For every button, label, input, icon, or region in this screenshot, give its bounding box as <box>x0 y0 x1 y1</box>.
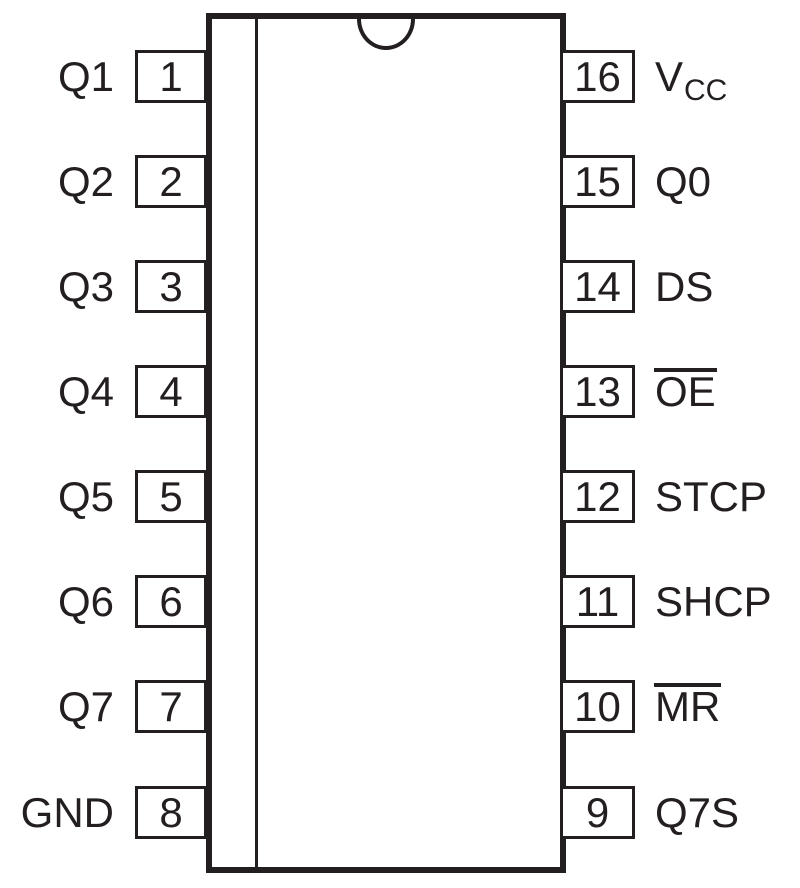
pin-number: 14 <box>574 263 621 310</box>
pin-row: Q4 4 13 OE <box>0 365 800 418</box>
pin-label-right: DS <box>655 260 800 313</box>
pin-row: Q6 6 11 SHCP <box>0 575 800 628</box>
pin-label-right: SHCP <box>655 575 800 628</box>
pin-number: 3 <box>159 263 183 310</box>
pin-label-left: Q5 <box>57 473 114 520</box>
pin-number: 12 <box>574 473 621 520</box>
pin-label-text: SHCP <box>655 578 772 625</box>
pin-number: 16 <box>574 53 621 100</box>
pin-label-left: Q1 <box>57 53 114 100</box>
pin-box-left: 1 <box>135 50 207 103</box>
pin-box-right: 10 <box>560 680 635 733</box>
pin-row: Q7 7 10 MR <box>0 680 800 733</box>
pin-row: GND 8 9 Q7S <box>0 786 800 839</box>
pin-number: 1 <box>159 53 183 100</box>
pin-label-left: Q3 <box>57 263 114 310</box>
pin-number: 6 <box>159 578 183 625</box>
pin-label-right: OE <box>654 365 800 418</box>
pin-box-right: 12 <box>560 470 635 523</box>
pin-label-right: MR <box>653 680 800 733</box>
pin-row: Q1 1 16 VCC <box>0 50 800 107</box>
pin-label-right: Q0 <box>655 155 800 208</box>
pin-number: 2 <box>159 158 183 205</box>
pin-box-left: 5 <box>135 470 207 523</box>
pin-box-right: 9 <box>560 786 635 839</box>
pin-box-left: 3 <box>135 260 207 313</box>
pin-number: 13 <box>574 368 621 415</box>
pin-label-text: Q7S <box>655 789 740 836</box>
pin-box-left: 6 <box>135 575 207 628</box>
pin-box-right: 16 <box>560 50 635 103</box>
pin-row: Q3 3 14 DS <box>0 260 800 313</box>
pin-box-left: 4 <box>135 365 207 418</box>
pin-label-left: GND <box>20 789 114 836</box>
ic-body <box>206 13 566 873</box>
pin-label-text: Q0 <box>655 158 712 205</box>
pin-box-left: 8 <box>135 786 207 839</box>
pin-label-left: Q4 <box>57 368 114 415</box>
pin-number: 8 <box>159 789 183 836</box>
pin-label-left: Q7 <box>57 683 114 730</box>
pin-box-left: 2 <box>135 155 207 208</box>
pin-box-left: 7 <box>135 680 207 733</box>
pin-label-subscript: CC <box>684 74 728 107</box>
pin-label-text: DS <box>655 263 714 310</box>
pin-label-text: V <box>655 53 684 100</box>
pin-label-right: Q7S <box>655 786 800 839</box>
pin-label-right: STCP <box>655 470 800 523</box>
pin-label-text: STCP <box>655 473 768 520</box>
pin-label-text: MR <box>653 680 722 733</box>
pin-box-right: 11 <box>560 575 635 628</box>
pin-box-right: 13 <box>560 365 635 418</box>
pin-number: 15 <box>574 158 621 205</box>
pin-number: 11 <box>575 578 620 625</box>
pin-number: 9 <box>585 789 610 836</box>
pin-number: 4 <box>159 368 183 415</box>
ic-inner-line <box>255 19 258 867</box>
pin-number: 5 <box>159 473 183 520</box>
pin-label-left: Q2 <box>57 158 114 205</box>
pin-box-right: 14 <box>560 260 635 313</box>
pin-number: 10 <box>574 683 621 730</box>
pin-row: Q5 5 12 STCP <box>0 470 800 523</box>
pin-label-text: OE <box>654 365 717 418</box>
pin-label-right: VCC <box>655 50 800 107</box>
pin-box-right: 15 <box>560 155 635 208</box>
pin-row: Q2 2 15 Q0 <box>0 155 800 208</box>
pin-label-left: Q6 <box>57 578 114 625</box>
pin-number: 7 <box>159 683 183 730</box>
